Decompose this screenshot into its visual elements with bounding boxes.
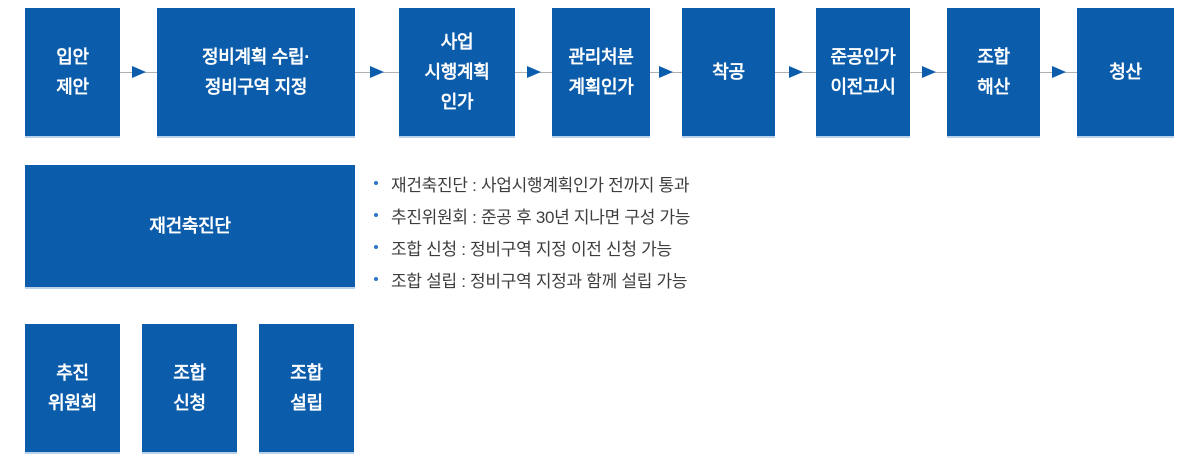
union-establishment-box: 조합 설립	[259, 324, 354, 452]
process-step-4: 관리처분 계획인가	[552, 8, 650, 136]
arrow-right-icon	[120, 8, 157, 136]
rebuild-diagnosis-box: 재건축진단	[25, 165, 355, 287]
promotion-committee-box: 추진 위원회	[25, 324, 120, 452]
note-text: 조합 신청 : 정비구역 지정 이전 신청 가능	[391, 239, 672, 259]
bullet-icon	[374, 213, 378, 217]
arrow-head-icon	[788, 66, 803, 78]
process-step-1: 입안 제안	[25, 8, 120, 136]
bullet-icon	[374, 277, 378, 281]
arrow-head-icon	[526, 66, 541, 78]
process-step-7: 조합 해산	[947, 8, 1040, 136]
arrow-right-icon	[1040, 8, 1077, 136]
process-step-8: 청산	[1077, 8, 1174, 136]
process-step-2: 정비계획 수립· 정비구역 지정	[157, 8, 355, 136]
note-item: 추진위원회 : 준공 후 30년 지나면 구성 가능	[374, 199, 690, 231]
arrow-right-icon	[775, 8, 816, 136]
arrow-head-icon	[370, 66, 384, 78]
note-text: 추진위원회 : 준공 후 30년 지나면 구성 가능	[391, 207, 691, 227]
note-item: 조합 설립 : 정비구역 지정과 함께 설립 가능	[374, 263, 690, 295]
process-step-5: 착공	[682, 8, 775, 136]
pre-stage-boxes: 추진 위원회 조합 신청 조합 설립	[25, 324, 354, 452]
arrow-right-icon	[515, 8, 552, 136]
arrow-head-icon	[659, 66, 673, 78]
process-flow: 입안 제안 정비계획 수립· 정비구역 지정 사업 시행계획 인가 관리처분 계…	[25, 8, 1175, 136]
note-item: 재건축진단 : 사업시행계획인가 전까지 통과	[374, 167, 690, 199]
arrow-head-icon	[131, 66, 146, 78]
arrow-head-icon	[921, 66, 936, 78]
arrow-right-icon	[355, 8, 399, 136]
note-text: 조합 설립 : 정비구역 지정과 함께 설립 가능	[391, 271, 688, 291]
process-step-6: 준공인가 이전고시	[816, 8, 910, 136]
process-step-3: 사업 시행계획 인가	[399, 8, 515, 136]
arrow-right-icon	[650, 8, 682, 136]
union-application-box: 조합 신청	[142, 324, 237, 452]
notes-list: 재건축진단 : 사업시행계획인가 전까지 통과 추진위원회 : 준공 후 30년…	[374, 167, 690, 295]
arrow-right-icon	[910, 8, 947, 136]
note-text: 재건축진단 : 사업시행계획인가 전까지 통과	[391, 175, 690, 195]
arrow-head-icon	[1051, 66, 1066, 78]
note-item: 조합 신청 : 정비구역 지정 이전 신청 가능	[374, 231, 690, 263]
bullet-icon	[374, 181, 378, 185]
bullet-icon	[374, 245, 378, 249]
